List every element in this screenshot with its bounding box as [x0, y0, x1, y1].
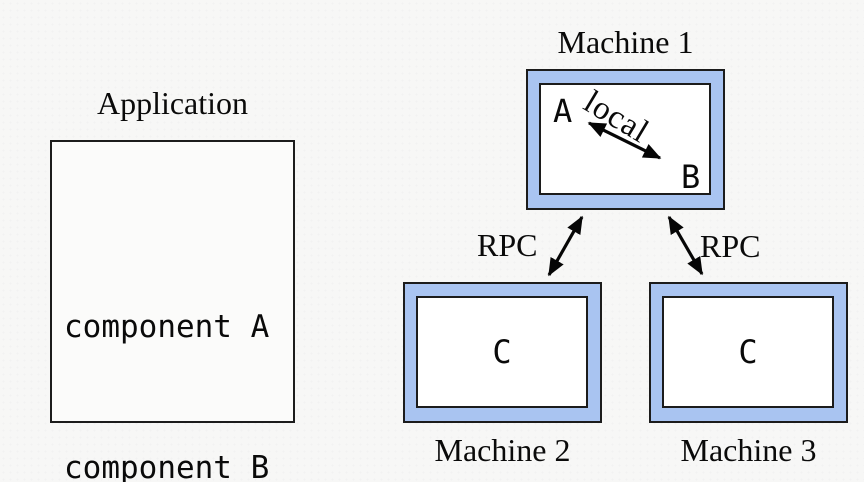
machine1-box: A B	[526, 69, 725, 210]
machine2-box: C	[403, 282, 602, 423]
machine1-title: Machine 1	[557, 24, 694, 60]
machine3-component-c: C	[738, 333, 758, 371]
rpc-arrow-right	[667, 215, 704, 276]
machine2-component-c: C	[492, 333, 512, 371]
machine2-title: Machine 2	[434, 432, 571, 468]
rpc-right-label: RPC	[700, 228, 761, 264]
component-a-item: component A	[64, 309, 270, 345]
rpc-left-label: RPC	[477, 227, 538, 263]
application-component-list: component A component B component C	[64, 210, 269, 482]
component-b-item: component B	[64, 450, 270, 482]
machine1-component-b: B	[681, 158, 701, 196]
machine3-title: Machine 3	[680, 432, 817, 468]
machine1-component-a: A	[553, 92, 573, 130]
machine2-inner-box: C	[416, 296, 588, 408]
rpc-arrow-left	[547, 215, 584, 277]
application-title: Application	[96, 85, 249, 121]
machine3-inner-box: C	[662, 296, 834, 408]
machine3-box: C	[649, 282, 848, 423]
application-box: component A component B component C	[50, 140, 295, 482]
